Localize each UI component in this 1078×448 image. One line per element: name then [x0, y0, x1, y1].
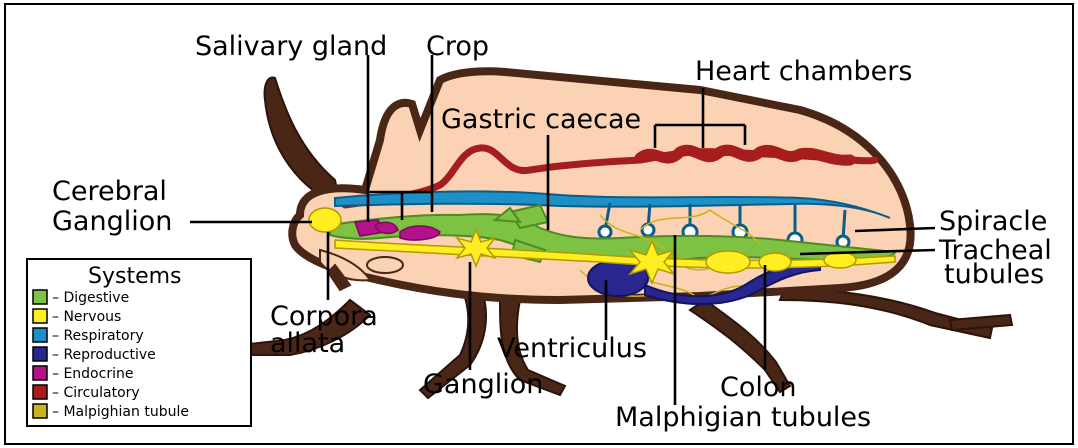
label-ganglion-top: Ganglion	[52, 206, 172, 237]
systems-legend: Systems – Digestive – Nervous – Respirator…	[27, 259, 251, 426]
label-cerebral: Cerebral	[52, 176, 167, 207]
legend-item-label: – Reproductive	[52, 347, 156, 363]
label-salivary-gland: Salivary gland	[195, 31, 387, 62]
label-tubules: tubules	[944, 259, 1044, 290]
legend-swatch	[33, 309, 47, 323]
label-colon: Colon	[720, 372, 797, 403]
legend-item-label: – Circulatory	[52, 385, 140, 401]
legend-swatch	[33, 385, 47, 399]
legend-item-label: – Nervous	[52, 309, 121, 325]
legend-item-label: – Digestive	[52, 290, 129, 306]
label-gastric-caecae: Gastric caecae	[441, 104, 641, 135]
label-crop: Crop	[426, 31, 489, 62]
legend-swatch	[33, 290, 47, 304]
legend-swatch	[33, 347, 47, 361]
label-heart-chambers: Heart chambers	[695, 56, 912, 87]
legend-item-label: – Malpighian tubule	[52, 404, 189, 420]
legend-item-label: – Endocrine	[52, 366, 133, 382]
legend-swatch	[33, 366, 47, 380]
legend-swatch	[33, 404, 47, 418]
label-spiracle: Spiracle	[939, 206, 1047, 237]
label-malphigian-tubules: Malphigian tubules	[615, 402, 871, 433]
legend-item-label: – Respiratory	[52, 328, 144, 344]
label-ganglion: Ganglion	[423, 369, 543, 400]
legend-title: Systems	[88, 264, 182, 289]
label-allata: allata	[270, 328, 345, 359]
legend-swatch	[33, 328, 47, 342]
label-ventriculus: Ventriculus	[497, 333, 647, 364]
